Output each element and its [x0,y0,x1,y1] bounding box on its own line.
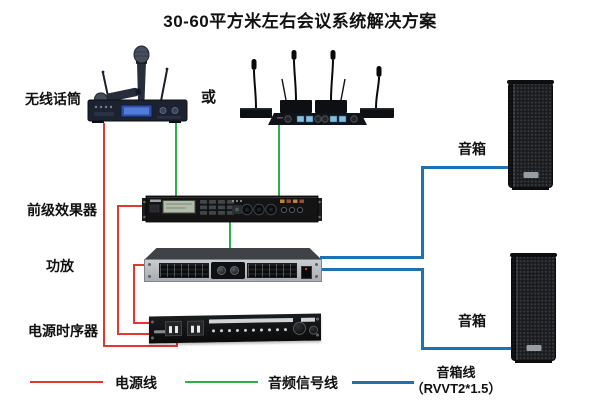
nav-pad-icon [232,200,242,214]
legend-audio-line-label: 音频信号线 [268,375,338,391]
mic-capsule-icons [251,50,382,77]
audio-line-conference-to-preamp [278,124,280,198]
label-or: 或 [201,89,217,106]
speaker-bottom-illustration [510,253,557,363]
preamp-effect-device-illustration [142,195,322,223]
label-speaker-top: 音箱 [458,141,486,157]
speaker-line-bottom-vertical [421,268,424,350]
legend-power-line-label: 电源线 [115,375,157,391]
speaker-line-bottom-to-speaker [421,347,516,350]
speaker-line-bottom-horizontal [320,268,424,271]
power-line-preamp-stub [117,205,146,207]
label-wireless-mic: 无线话筒 [25,91,81,107]
vent-grille-left [159,263,209,278]
power-line-preamp-bottom [117,333,153,335]
conference-receiver-bar-icon [268,113,367,125]
power-line-amp-vertical [133,264,135,324]
sequencer-knob-icon [293,321,306,335]
power-line-preamp-vertical [117,205,119,335]
power-outlet-icon [187,320,204,336]
connector-icons [280,199,304,214]
legend-power-line-swatch [30,381,103,383]
speaker-logo-plate [526,345,541,351]
conference-mic-system-illustration [240,50,394,125]
speaker-line-top-vertical [421,166,424,259]
wireless-mic-system-illustration [87,45,188,123]
speaker-line-top-horizontal [320,256,424,259]
page-title: 30-60平方米左右会议系统解决方案 [163,12,437,31]
power-outlet-icon [165,320,182,337]
lcd-display-icon [162,200,196,214]
volume-knob-icon [217,266,226,275]
wireless-receiver-icon [87,99,188,123]
power-line-amp-stub [133,264,148,266]
indicator-strip [301,317,315,322]
vent-grille-right [247,263,297,278]
knob-icons [241,203,277,216]
speaker-top-illustration [507,80,554,190]
mic-base-icons [240,100,394,118]
power-sequencer-device-illustration [146,313,324,345]
amplifier-center-panel [211,262,245,279]
power-line-mic-horizontal [103,345,178,347]
speaker-logo-plate [523,172,538,178]
power-line-mic-vertical [103,123,105,347]
legend-speaker-line-label: 音箱线 （RVVT2*1.5） [406,365,506,397]
gooseneck-mic-icons [253,59,380,109]
legend-audio-line-swatch [185,381,258,383]
sequencer-chassis [149,313,321,344]
legend-speaker-line-spec: （RVVT2*1.5） [410,381,502,396]
label-speaker-bottom: 音箱 [458,313,486,329]
audio-line-preamp-to-amp [229,221,231,251]
label-power-sequencer: 电源时序器 [28,323,98,339]
power-switch-icon [301,266,312,279]
legend-speaker-line-swatch [352,381,414,384]
amplifier-device-illustration [144,248,322,284]
button-grid-icon [200,200,234,215]
label-preamp-effect: 前级效果器 [27,202,97,218]
power-line-amp-bottom [133,322,155,324]
label-amplifier: 功放 [46,258,74,274]
legend-speaker-line-title: 音箱线 [436,365,476,380]
speaker-line-top-to-speaker [421,166,510,169]
rack-ear-icons [142,198,322,221]
antenna-icons [281,78,346,101]
indicator-strip [209,317,293,324]
amplifier-front-panel [144,259,322,282]
volume-knob-icon [230,266,239,275]
audio-line-wireless-to-preamp [175,122,177,198]
